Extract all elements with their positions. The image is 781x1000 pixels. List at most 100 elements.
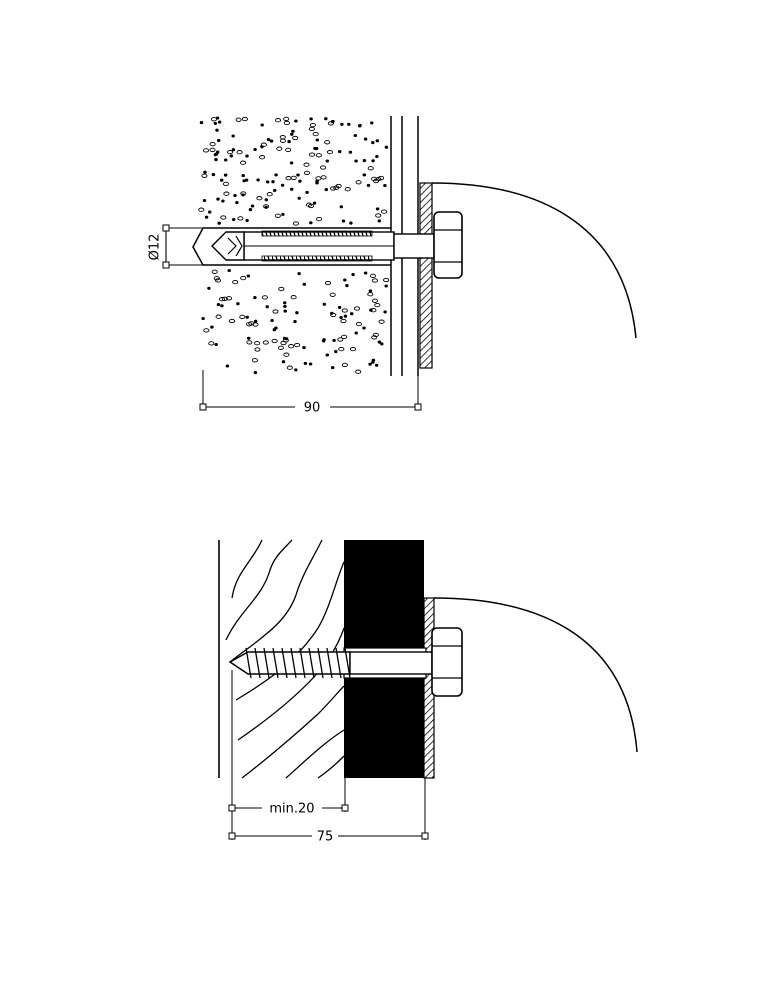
concrete-aggregate bbox=[246, 274, 251, 278]
concrete-aggregate bbox=[345, 284, 349, 288]
concrete-aggregate bbox=[321, 339, 326, 343]
total-dimension-75: 75 bbox=[228, 778, 429, 845]
concrete-aggregate bbox=[378, 319, 385, 324]
concrete-aggregate bbox=[220, 215, 227, 220]
concrete-aggregate bbox=[355, 369, 362, 374]
concrete-aggregate bbox=[339, 205, 344, 209]
screw-thread-tooth bbox=[263, 647, 270, 679]
concrete-aggregate bbox=[334, 350, 338, 354]
concrete-aggregate bbox=[383, 310, 387, 314]
concrete-aggregate bbox=[207, 210, 212, 214]
concrete-aggregate bbox=[375, 213, 382, 218]
concrete-aggregate bbox=[333, 185, 340, 190]
concrete-aggregate bbox=[302, 282, 307, 286]
concrete-aggregate bbox=[261, 295, 268, 300]
concrete-aggregate bbox=[308, 152, 316, 157]
concrete-aggregate bbox=[324, 140, 331, 145]
min-label: min.20 bbox=[269, 802, 314, 817]
concrete-aggregate bbox=[294, 342, 301, 348]
concrete-aggregate bbox=[287, 140, 291, 144]
concrete-aggregate bbox=[377, 219, 382, 223]
concrete-aggregate bbox=[215, 128, 219, 132]
concrete-aggregate bbox=[371, 298, 378, 303]
concrete-aggregate bbox=[246, 336, 251, 340]
concrete-aggregate bbox=[211, 173, 216, 177]
diameter-dimension: Ø12 bbox=[148, 224, 203, 269]
concrete-aggregate bbox=[326, 149, 334, 155]
concrete-aggregate bbox=[256, 196, 263, 201]
concrete-aggregate bbox=[207, 286, 211, 290]
concrete-aggregate bbox=[305, 190, 309, 194]
concrete-aggregate bbox=[324, 117, 328, 121]
concrete-aggregate bbox=[202, 148, 210, 153]
concrete-aggregate bbox=[355, 180, 362, 185]
concrete-aggregate bbox=[214, 342, 218, 347]
concrete-aggregate bbox=[241, 174, 245, 178]
bolt-head bbox=[433, 211, 463, 279]
concrete-aggregate bbox=[240, 275, 247, 281]
concrete-aggregate bbox=[302, 346, 306, 350]
concrete-aggregate bbox=[254, 347, 261, 352]
concrete-aggregate bbox=[213, 276, 220, 281]
concrete-aggregate bbox=[254, 341, 261, 346]
concrete-aggregate bbox=[231, 148, 236, 152]
concrete-aggregate bbox=[272, 309, 279, 314]
concrete-aggregate bbox=[203, 170, 207, 174]
concrete-aggregate bbox=[283, 304, 287, 308]
concrete-aggregate bbox=[246, 340, 253, 345]
concrete-aggregate bbox=[211, 269, 218, 274]
concrete-aggregate bbox=[271, 180, 275, 184]
concrete-aggregate bbox=[263, 204, 270, 209]
concrete-aggregate bbox=[340, 122, 344, 126]
concrete-aggregate bbox=[253, 319, 258, 323]
concrete-aggregate bbox=[259, 155, 266, 160]
concrete-aggregate bbox=[278, 286, 285, 292]
concrete-aggregate bbox=[349, 312, 354, 316]
concrete-aggregate bbox=[330, 186, 337, 191]
concrete-aggregate bbox=[315, 138, 320, 142]
concrete-aggregate bbox=[281, 360, 286, 364]
concrete-aggregate bbox=[309, 122, 316, 128]
concrete-aggregate bbox=[363, 137, 368, 141]
concrete-aggregate bbox=[367, 292, 374, 297]
concrete-aggregate bbox=[377, 340, 382, 344]
concrete-aggregate bbox=[286, 365, 293, 370]
concrete-aggregate bbox=[295, 311, 299, 315]
concrete-aggregate bbox=[217, 221, 221, 225]
concrete-aggregate bbox=[315, 176, 322, 181]
screw-thread-tooth bbox=[281, 647, 288, 679]
concrete-aggregate bbox=[237, 216, 244, 221]
concrete-aggregate bbox=[204, 215, 209, 219]
concrete-aggregate bbox=[260, 123, 264, 127]
concrete-aggregate bbox=[279, 135, 286, 140]
concrete-aggregate bbox=[341, 334, 348, 340]
concrete-aggregate bbox=[384, 284, 388, 288]
concrete-aggregate bbox=[337, 150, 342, 154]
concrete-aggregate bbox=[291, 129, 295, 133]
concrete-aggregate bbox=[290, 175, 297, 181]
concrete-aggregate bbox=[322, 302, 327, 306]
concrete-aggregate bbox=[214, 158, 218, 162]
concrete-aggregate bbox=[303, 162, 310, 167]
concrete-aggregate bbox=[303, 170, 311, 176]
concrete-aggregate bbox=[371, 278, 378, 283]
concrete-aggregate bbox=[316, 216, 323, 222]
diameter-label: Ø12 bbox=[148, 234, 163, 261]
concrete-aggregate bbox=[320, 165, 327, 170]
screw-thread-tooth bbox=[290, 647, 297, 679]
min-dimension: min.20 bbox=[228, 670, 349, 840]
concrete-aggregate bbox=[343, 314, 348, 318]
concrete-aggregate bbox=[274, 213, 281, 218]
concrete-aggregate bbox=[260, 142, 267, 147]
concrete-aggregate bbox=[296, 173, 300, 177]
concrete-aggregate bbox=[375, 154, 379, 159]
concrete-aggregate bbox=[239, 314, 246, 320]
concrete-aggregate bbox=[362, 326, 366, 330]
concrete-aggregate bbox=[213, 121, 218, 125]
concrete-aggregate bbox=[362, 173, 367, 177]
concrete-aggregate bbox=[347, 122, 351, 126]
concrete-aggregate bbox=[314, 147, 319, 151]
concrete-aggregate bbox=[223, 173, 228, 177]
concrete-aggregate bbox=[210, 325, 214, 329]
screw-thread-tooth bbox=[326, 647, 333, 679]
